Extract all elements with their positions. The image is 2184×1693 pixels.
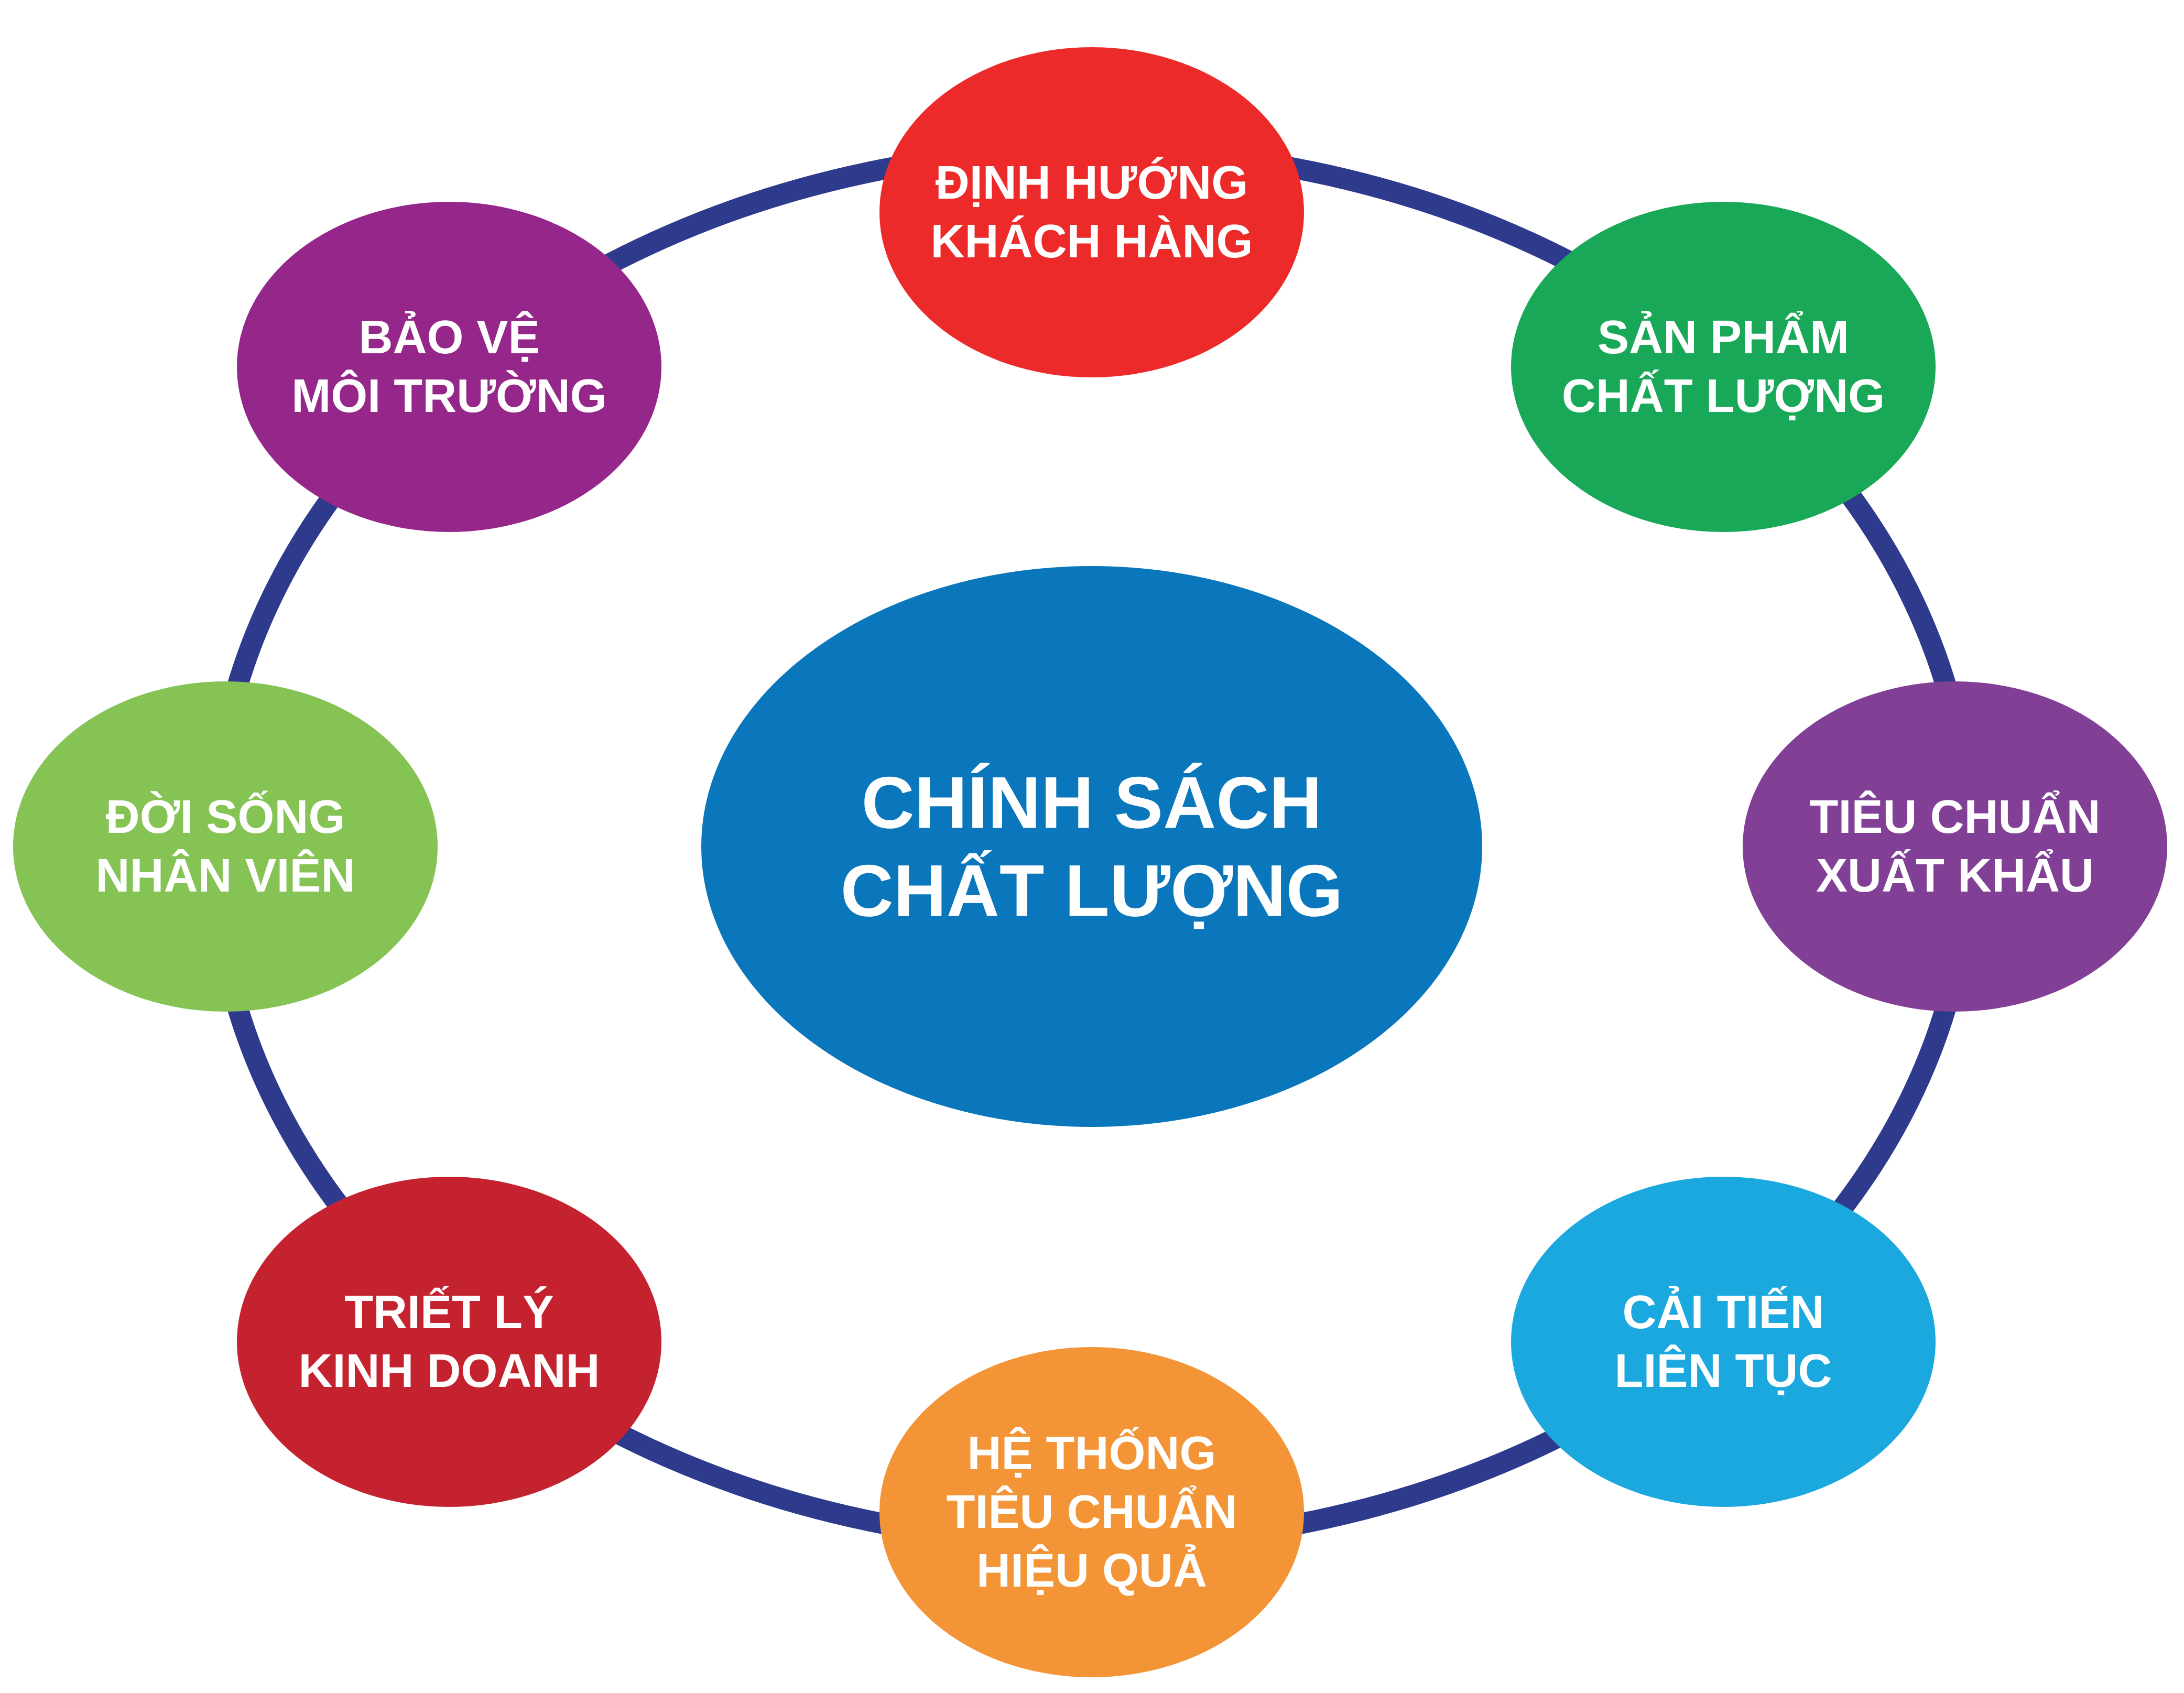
node-he-thong-tieu-chuan-hieu-qua-label-line-1: HỆ THỐNG (967, 1426, 1216, 1480)
node-tieu-chuan-xuat-khau-label-line-1: TIÊU CHUẨN (1810, 790, 2101, 843)
node-dinh-huong-khach-hang-label-line-2: KHÁCH HÀNG (931, 215, 1253, 268)
node-bao-ve-moi-truong-ellipse (237, 202, 661, 532)
node-triet-ly-kinh-doanh: TRIẾT LÝ KINH DOANH (237, 1177, 661, 1507)
node-cai-tien-lien-tuc-label-line-1: CẢI TIẾN (1622, 1285, 1824, 1339)
node-he-thong-tieu-chuan-hieu-qua-label-line-2: TIÊU CHUẨN (947, 1485, 1237, 1538)
node-doi-song-nhan-vien: ĐỜI SỐNG NHÂN VIÊN (13, 681, 438, 1012)
node-doi-song-nhan-vien-label-line-2: NHÂN VIÊN (95, 849, 355, 902)
node-dinh-huong-khach-hang-label-line-1: ĐỊNH HƯỚNG (936, 156, 1248, 209)
node-dinh-huong-khach-hang-ellipse (879, 47, 1304, 377)
node-cai-tien-lien-tuc-ellipse (1511, 1177, 1936, 1507)
node-bao-ve-moi-truong-label-line-1: BẢO VỆ (358, 310, 539, 364)
node-bao-ve-moi-truong-label-line-2: MÔI TRƯỜNG (291, 369, 606, 422)
node-tieu-chuan-xuat-khau-label-line-2: XUẤT KHẨU (1816, 849, 2094, 902)
node-triet-ly-kinh-doanh-label-line-2: KINH DOANH (299, 1345, 600, 1397)
node-doi-song-nhan-vien-label-line-1: ĐỜI SỐNG (106, 790, 345, 843)
node-cai-tien-lien-tuc-label-line-2: LIÊN TỤC (1615, 1344, 1832, 1397)
node-tieu-chuan-xuat-khau: TIÊU CHUẨN XUẤT KHẨU (1743, 681, 2167, 1012)
node-san-pham-chat-luong-ellipse (1511, 202, 1936, 532)
node-triet-ly-kinh-doanh-ellipse (237, 1177, 661, 1507)
node-he-thong-tieu-chuan-hieu-qua-ellipse (879, 1347, 1304, 1677)
center-node-ellipse (701, 566, 1482, 1127)
node-triet-ly-kinh-doanh-label-line-1: TRIẾT LÝ (344, 1285, 554, 1339)
node-dinh-huong-khach-hang: ĐỊNH HƯỚNG KHÁCH HÀNG (879, 47, 1304, 377)
node-doi-song-nhan-vien-ellipse (13, 681, 438, 1012)
node-san-pham-chat-luong-label-line-2: CHẤT LƯỢNG (1562, 369, 1885, 422)
node-he-thong-tieu-chuan-hieu-qua-label-line-3: HIỆU QUẢ (976, 1544, 1207, 1597)
center-node-label-line-1: CHÍNH SÁCH (862, 762, 1322, 844)
center-node-label-line-2: CHẤT LƯỢNG (841, 850, 1343, 932)
node-san-pham-chat-luong-label-line-1: SẢN PHẨM (1598, 310, 1849, 364)
node-tieu-chuan-xuat-khau-ellipse (1743, 681, 2167, 1012)
